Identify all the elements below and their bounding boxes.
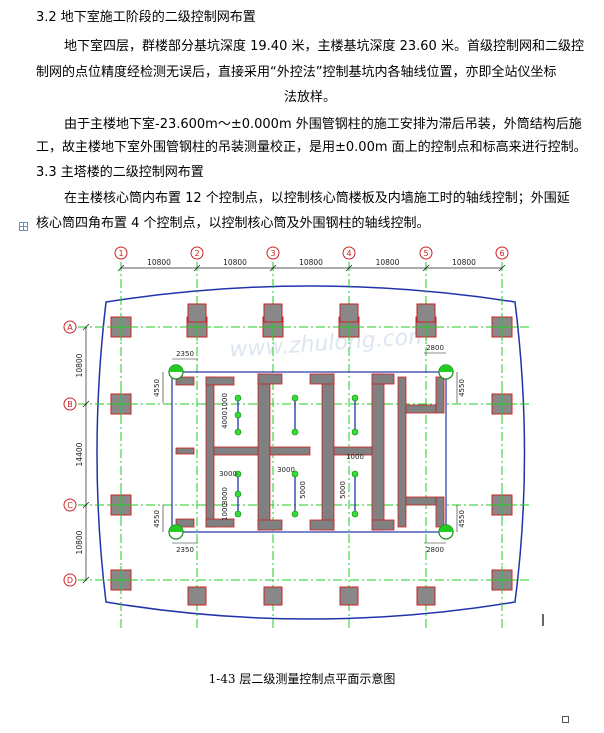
axis-bubble-D	[63, 573, 77, 587]
axis-label: A	[67, 323, 73, 332]
dimension-tick	[422, 264, 430, 272]
axis-bubble-2	[190, 246, 204, 260]
corner-control-point-fill	[169, 525, 183, 532]
svg-text:2350: 2350	[176, 546, 194, 554]
axis-label: 6	[499, 249, 504, 258]
axis-label: 1	[118, 249, 123, 258]
section-heading-3-3: 3.3 主塔楼的二级控制网布置	[36, 165, 204, 180]
axis-label: D	[67, 576, 73, 585]
axis-bubble-6	[495, 246, 509, 260]
paragraph-line: 核心筒四角布置 4 个控制点，以控制核心筒及外围钢柱的轴线控制。	[36, 216, 430, 231]
inner-control-lines	[237, 398, 356, 514]
axis-bubble-3	[266, 246, 280, 260]
axis-label: 4	[346, 249, 351, 258]
dimension-tick	[82, 576, 90, 584]
axis-bubble-C	[63, 498, 77, 512]
axis-bubble-B	[63, 397, 77, 411]
svg-text:4550: 4550	[458, 510, 466, 528]
corner-control-point-fill	[439, 525, 453, 532]
axis-label: 2	[194, 249, 199, 258]
svg-text:3000: 3000	[221, 487, 229, 505]
steel-column	[339, 586, 359, 606]
svg-text:2800: 2800	[426, 344, 444, 352]
svg-text:5000: 5000	[339, 481, 347, 499]
steel-column	[339, 303, 359, 323]
axis-label: C	[67, 501, 73, 510]
dimension-tick	[345, 264, 353, 272]
row-spacing-label: 10800	[75, 353, 84, 377]
paragraph-line: 制网的点位精度经检测无误后，直接采用“外控法”控制基坑内各轴线位置，亦即全站仪坐…	[36, 65, 557, 80]
axis-bubble-A	[63, 320, 77, 334]
svg-text:4550: 4550	[153, 379, 161, 397]
core-dimensions: 2350 2800 2350 2800 4550 4550 4550 4550 …	[153, 344, 466, 554]
dimension-tick	[82, 323, 90, 331]
dimension-tick	[498, 264, 506, 272]
axis-bubble-4	[342, 246, 356, 260]
figure-caption: 1-43 层二级测量控制点平面示意图	[208, 672, 396, 686]
steel-columns	[107, 303, 516, 606]
svg-text:3000: 3000	[219, 470, 237, 478]
move-handle-icon[interactable]	[19, 222, 28, 231]
svg-text:4550: 4550	[153, 510, 161, 528]
steel-column	[187, 303, 207, 323]
paragraph-line: 地下室四层，群楼部分基坑深度 19.40 米，主楼基坑深度 23.60 米。首级…	[64, 39, 584, 54]
steel-column	[416, 586, 436, 606]
steel-column	[187, 586, 207, 606]
column-spacing-label: 10800	[299, 258, 323, 267]
row-spacing-label: 14400	[75, 442, 84, 466]
svg-text:2350: 2350	[176, 350, 194, 358]
building-outline	[96, 285, 526, 620]
inner-control-points	[234, 394, 359, 518]
axis-bubble-1	[114, 246, 128, 260]
svg-text:3000: 3000	[277, 466, 295, 474]
dimension-tick	[193, 264, 201, 272]
paragraph-line: 由于主楼地下室-23.600m～±0.000m 外围管钢柱的施工安排为滞后吊装，…	[64, 117, 582, 132]
row-spacing-label: 10800	[75, 530, 84, 554]
page-corner-mark	[562, 716, 569, 723]
svg-text:1000: 1000	[346, 453, 364, 461]
steel-column	[263, 303, 283, 323]
column-spacing-label: 10800	[376, 258, 400, 267]
axis-bubble-5	[419, 246, 433, 260]
paragraph-line: 工，故主楼地下室外围管钢柱的吊装测量校正，是用±0.00m 面上的控制点和标高来…	[36, 140, 587, 155]
axis-label: 5	[423, 249, 428, 258]
corner-control-points	[168, 364, 454, 540]
section-heading-3-2: 3.2 地下室施工阶段的二级控制网布置	[36, 10, 256, 25]
axis-label: 3	[270, 249, 275, 258]
column-spacing-label: 10800	[223, 258, 247, 267]
svg-text:4550: 4550	[458, 379, 466, 397]
steel-column	[263, 586, 283, 606]
axis-label: B	[67, 400, 73, 409]
steel-column	[416, 303, 436, 323]
dimension-tick	[82, 501, 90, 509]
svg-text:5000: 5000	[299, 481, 307, 499]
column-spacing-label: 10800	[147, 258, 171, 267]
svg-text:2800: 2800	[426, 546, 444, 554]
core-walls	[175, 373, 445, 531]
svg-text:1000: 1000	[221, 393, 229, 411]
dimension-tick	[117, 264, 125, 272]
watermark-text: www.zhulong.com	[229, 324, 431, 363]
svg-text:4000: 4000	[221, 411, 229, 429]
core-boundary	[171, 371, 447, 533]
paragraph-line: 在主楼核心筒内布置 12 个控制点，以控制核心筒楼板及内墙施工时的轴线控制；外围…	[64, 191, 570, 206]
column-spacing-label: 10800	[452, 258, 476, 267]
corner-control-point-fill	[439, 365, 453, 372]
dimension-tick	[269, 264, 277, 272]
paragraph-line: 法放样。	[283, 90, 336, 105]
dimension-tick	[82, 400, 90, 408]
corner-control-point-fill	[169, 365, 183, 372]
svg-text:1000: 1000	[221, 503, 229, 521]
